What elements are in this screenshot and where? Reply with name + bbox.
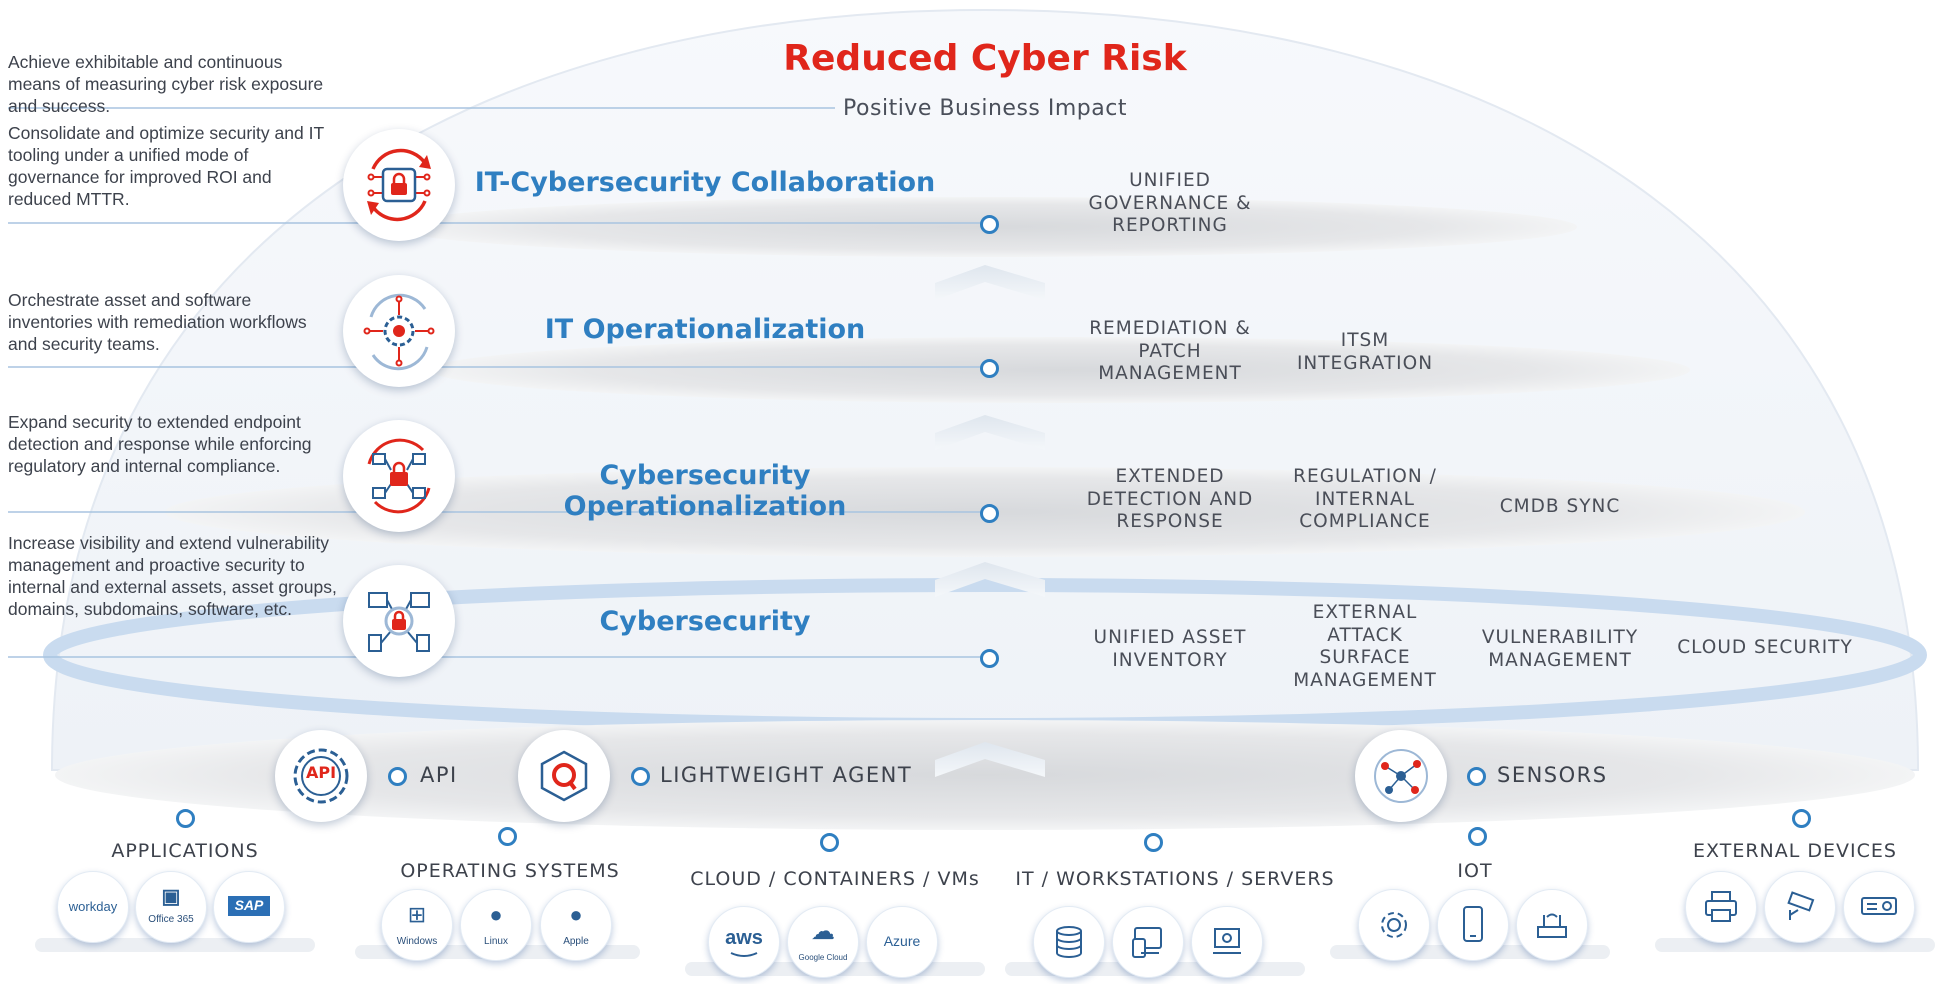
chevron-4 bbox=[935, 742, 1045, 777]
category-label-operating-systems: OPERATING SYSTEMS bbox=[400, 860, 620, 882]
capability-remediation-patch: REMEDIATION & PATCH MANAGEMENT bbox=[1089, 318, 1251, 384]
api-label: API bbox=[420, 763, 458, 787]
capability-xdr: EXTENDED DETECTION AND RESPONSE bbox=[1086, 466, 1254, 532]
google-cloud-logo: ☁ Google Cloud bbox=[787, 906, 859, 978]
layer-title-cyber-ops: Cybersecurity Operationalization bbox=[563, 460, 847, 522]
description-it-ops: Orchestrate asset and software inventori… bbox=[8, 290, 307, 354]
disk-it-ops bbox=[430, 337, 1690, 403]
disk-collectors bbox=[55, 720, 1915, 830]
router-icon bbox=[1516, 889, 1588, 961]
chevron-3 bbox=[935, 562, 1045, 597]
devices-lock-icon bbox=[343, 565, 455, 677]
category-label-iot: IOT bbox=[1457, 860, 1493, 882]
category-label-external-devices: EXTERNAL DEVICES bbox=[1693, 840, 1897, 862]
category-node-applications bbox=[176, 809, 195, 828]
page-subtitle: Positive Business Impact bbox=[843, 96, 1127, 121]
category-label-cloud: CLOUD / CONTAINERS / VMs bbox=[690, 868, 980, 890]
gear-circuit-icon bbox=[343, 275, 455, 387]
layer-title-collaboration: IT-Cybersecurity Collaboration bbox=[474, 167, 936, 198]
layer-title-cybersecurity: Cybersecurity bbox=[599, 606, 811, 637]
agent-shield-icon bbox=[518, 730, 610, 822]
category-label-it: IT / WORKSTATIONS / SERVERS bbox=[1015, 868, 1335, 890]
description-cybersecurity: Increase visibility and extend vulnerabi… bbox=[8, 533, 337, 619]
category-node-external-devices bbox=[1792, 809, 1811, 828]
printer-icon bbox=[1685, 871, 1757, 943]
sensors-node bbox=[1467, 767, 1486, 786]
api-gear-icon: API bbox=[275, 730, 367, 822]
description-collaboration: Consolidate and optimize security and IT… bbox=[8, 123, 324, 209]
azure-logo: Azure bbox=[866, 906, 938, 978]
capability-unified-governance: UNIFIED GOVERNANCE & REPORTING bbox=[1088, 170, 1252, 236]
page-title: Reduced Cyber Risk bbox=[783, 38, 1187, 79]
projector-icon bbox=[1843, 871, 1915, 943]
database-icon bbox=[1033, 906, 1105, 978]
chevron-2 bbox=[935, 415, 1045, 450]
description-cyber-ops: Expand security to extended endpoint det… bbox=[8, 412, 312, 476]
camera-icon bbox=[1764, 871, 1836, 943]
phone-icon bbox=[1437, 889, 1509, 961]
layer-node-cyber-ops bbox=[980, 504, 999, 523]
description-risk: Achieve exhibitable and continuous means… bbox=[8, 52, 324, 116]
sensor-icon bbox=[1358, 889, 1430, 961]
sap-logo: SAP bbox=[213, 871, 285, 943]
api-icon-text: API bbox=[305, 763, 337, 782]
apple-logo: ● Apple bbox=[540, 889, 612, 961]
workday-logo: workday bbox=[57, 871, 129, 943]
aws-logo: aws bbox=[708, 906, 780, 978]
api-node bbox=[388, 767, 407, 786]
category-node-operating-systems bbox=[498, 827, 517, 846]
category-label-applications: APPLICATIONS bbox=[111, 840, 259, 862]
sensors-label: SENSORS bbox=[1497, 763, 1608, 787]
category-node-cloud bbox=[820, 833, 839, 852]
agent-node bbox=[631, 767, 650, 786]
capability-unified-asset-inventory: UNIFIED ASSET INVENTORY bbox=[1093, 627, 1247, 671]
workstation-icon bbox=[1191, 906, 1263, 978]
layer-node-it-ops bbox=[980, 359, 999, 378]
capability-itsm-integration: ITSM INTEGRATION bbox=[1296, 330, 1434, 374]
capability-cmdb-sync: CMDB SYNC bbox=[1499, 496, 1621, 517]
capability-regulation-compliance: REGULATION / INTERNAL COMPLIANCE bbox=[1293, 466, 1437, 532]
category-node-it bbox=[1144, 833, 1163, 852]
layer-title-it-ops: IT Operationalization bbox=[544, 314, 866, 345]
agent-label: LIGHTWEIGHT AGENT bbox=[660, 763, 913, 787]
linux-logo: ● Linux bbox=[460, 889, 532, 961]
network-lock-icon bbox=[343, 420, 455, 532]
collaboration-lock-icon bbox=[343, 129, 455, 241]
layer-node-collaboration bbox=[980, 215, 999, 234]
layer-node-cybersecurity bbox=[980, 649, 999, 668]
chevron-1 bbox=[935, 265, 1045, 300]
windows-logo: ⊞ Windows bbox=[381, 889, 453, 961]
capability-easm: EXTERNAL ATTACK SURFACE MANAGEMENT bbox=[1293, 602, 1437, 691]
devices-icon bbox=[1112, 906, 1184, 978]
sensor-network-icon bbox=[1355, 730, 1447, 822]
capability-cloud-security: CLOUD SECURITY bbox=[1677, 637, 1853, 658]
category-node-iot bbox=[1468, 827, 1487, 846]
capability-vulnerability-management: VULNERABILITY MANAGEMENT bbox=[1481, 627, 1639, 671]
office365-logo: ▣ Office 365 bbox=[135, 871, 207, 943]
